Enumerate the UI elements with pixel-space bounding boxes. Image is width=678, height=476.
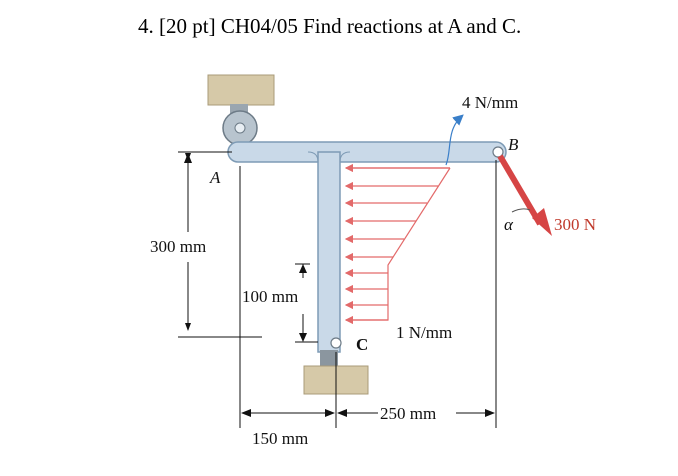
label-dim-right: 250 mm bbox=[380, 404, 436, 423]
pin-c-icon bbox=[330, 337, 342, 349]
label-angle: α bbox=[504, 215, 514, 234]
label-point-b: B bbox=[508, 135, 519, 154]
label-dim-height: 300 mm bbox=[150, 237, 206, 256]
dim-height bbox=[178, 151, 262, 338]
label-point-a: A bbox=[209, 168, 221, 187]
label-point-c: C bbox=[356, 335, 368, 354]
dim-pin-height bbox=[295, 263, 318, 343]
label-dim-left: 150 mm bbox=[252, 429, 308, 448]
label-dim-pin-height: 100 mm bbox=[242, 287, 298, 306]
label-force: 300 N bbox=[554, 215, 596, 234]
load-pointer-arrow bbox=[445, 114, 464, 166]
support-a bbox=[207, 74, 275, 146]
problem-statement: 4. [20 pt] CH04/05 Find reactions at A a… bbox=[138, 14, 522, 38]
label-load-top: 4 N/mm bbox=[462, 93, 518, 112]
distributed-load bbox=[344, 163, 451, 325]
vertical-beam bbox=[317, 151, 341, 353]
angle-arc bbox=[511, 208, 531, 213]
horizontal-beam bbox=[227, 141, 507, 163]
label-load-bottom: 1 N/mm bbox=[396, 323, 452, 342]
pin-b-icon bbox=[492, 146, 504, 158]
force-arrow-shaft bbox=[497, 154, 543, 226]
force-arrow-head bbox=[532, 208, 552, 236]
